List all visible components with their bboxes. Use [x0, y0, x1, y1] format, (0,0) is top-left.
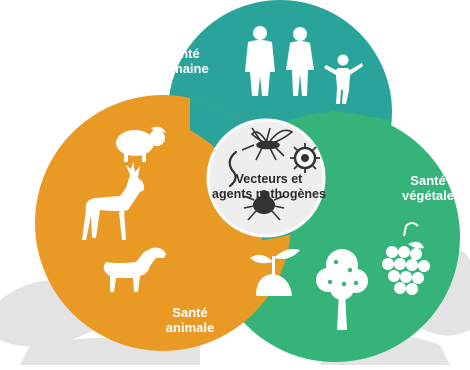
woman-icon [286, 27, 314, 96]
virus-icon [290, 143, 320, 173]
worm-icon [228, 150, 238, 188]
animal-health-label-line1: Santé [172, 305, 208, 320]
seedling-icon [250, 249, 300, 296]
human-health-label-line2: humaine [155, 61, 209, 76]
vectors-pathogens-label-line1: Vecteurs et [235, 172, 303, 186]
grapes-icon [382, 222, 430, 295]
sheep-icon [116, 126, 166, 162]
plant-health-label: Santé végétale [392, 173, 464, 203]
vectors-pathogens-label: Vecteurs et agents pathogènes [206, 172, 332, 202]
animal-health-label: Santé animale [152, 305, 228, 335]
tick-icon [243, 190, 285, 221]
deer-icon [82, 162, 145, 240]
plant-health-label-line2: végétale [401, 188, 455, 203]
vectors-pathogens-label-line2: agents pathogènes [212, 187, 326, 201]
mosquito-icon [241, 127, 294, 161]
human-health-label: Santé humaine [147, 46, 217, 76]
child-icon [324, 54, 363, 104]
dog-icon [103, 247, 166, 292]
human-health-label-line1: Santé [164, 46, 200, 61]
man-icon [245, 26, 275, 96]
plant-health-label-line1: Santé [410, 173, 446, 188]
fruit-tree-icon [316, 249, 368, 330]
animal-health-label-line2: animale [165, 320, 215, 335]
